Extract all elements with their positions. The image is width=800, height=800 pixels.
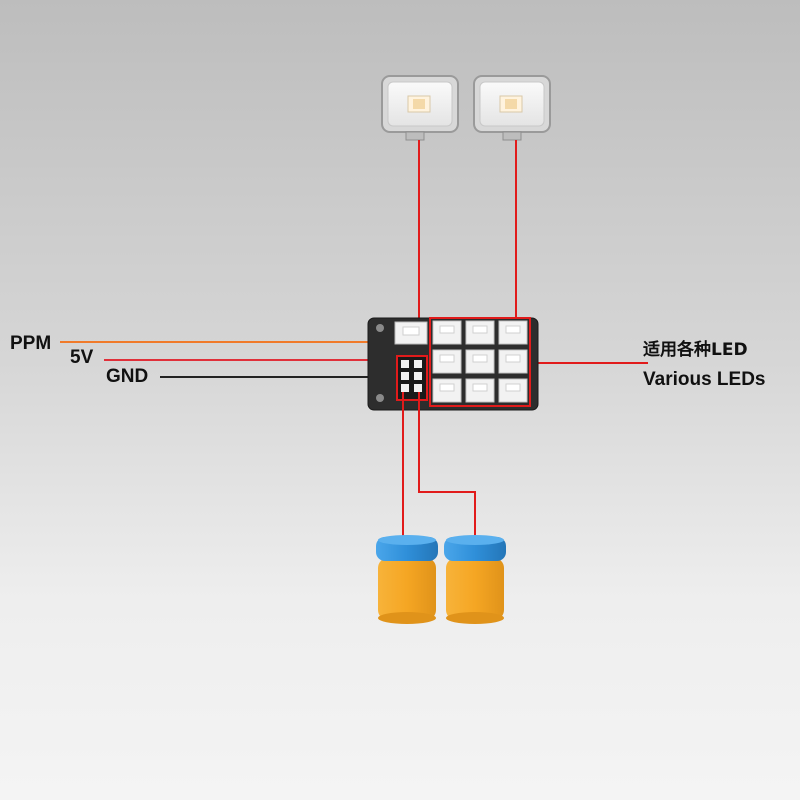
controller-board	[367, 317, 539, 411]
ppm-label: PPM	[10, 333, 52, 354]
round-lamp-left	[376, 535, 438, 624]
5v-label: 5V	[70, 347, 94, 368]
wire-lamp-right	[418, 392, 476, 538]
led-label-chinese: 适用各种LED	[643, 340, 748, 360]
work-light-left	[381, 75, 459, 141]
led-label-english: Various LEDs	[643, 369, 766, 390]
work-light-right	[473, 75, 551, 141]
gnd-label: GND	[106, 366, 149, 387]
round-lamp-right	[444, 535, 506, 624]
